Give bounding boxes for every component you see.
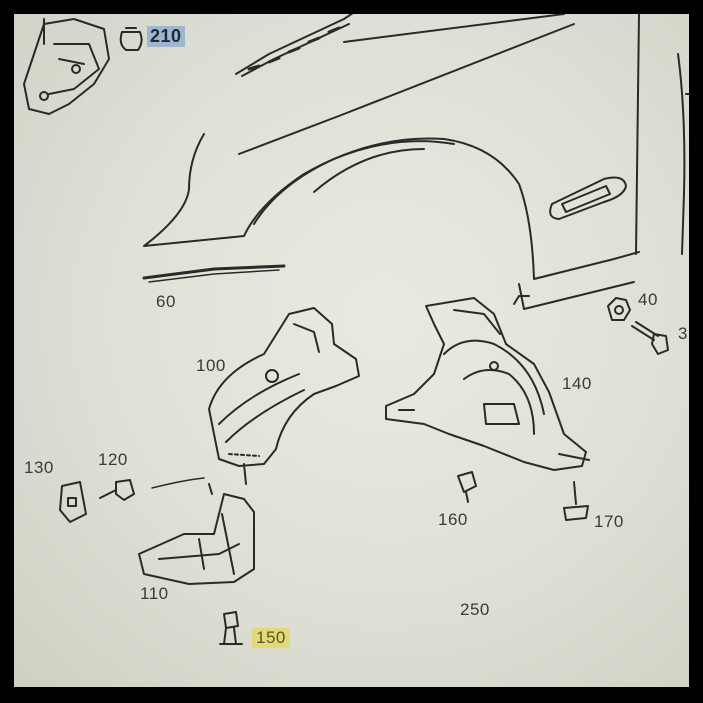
callout-210: 210 (147, 26, 185, 47)
clip-part-210 (119, 27, 143, 51)
callout-160: 160 (438, 510, 468, 529)
screw-part-160 (457, 471, 477, 503)
callout-3: 3 (678, 324, 688, 343)
callout-170: 170 (594, 512, 624, 531)
pushpin-part-150 (219, 611, 243, 645)
callout-60: 60 (156, 292, 176, 311)
callout-250: 250 (460, 600, 490, 619)
bolt-part-3 (631, 321, 669, 355)
bracket-part-topleft (23, 18, 110, 115)
callout-140: 140 (562, 374, 592, 393)
callout-120: 120 (98, 450, 128, 469)
clip-part-130 (59, 481, 87, 523)
wheel-liner-part-100 (208, 307, 360, 485)
callout-100: 100 (196, 356, 226, 375)
callout-130: 130 (24, 458, 54, 477)
trim-strip-part-60 (142, 264, 286, 283)
bolt-part-170 (563, 481, 589, 521)
callout-150: 150 (252, 628, 290, 648)
door-edge-part (677, 53, 689, 255)
nut-part-40 (607, 297, 631, 321)
wheel-liner-part-140 (385, 297, 590, 471)
screw-part-120 (99, 477, 205, 501)
parts-diagram-photo: 210 60 40 3 100 140 130 120 160 170 110 … (14, 14, 689, 687)
callout-110: 110 (140, 584, 169, 603)
parts-diagram (23, 14, 689, 645)
callout-40: 40 (638, 290, 658, 309)
fender-part (143, 14, 640, 310)
lower-liner-part-110 (138, 483, 255, 585)
